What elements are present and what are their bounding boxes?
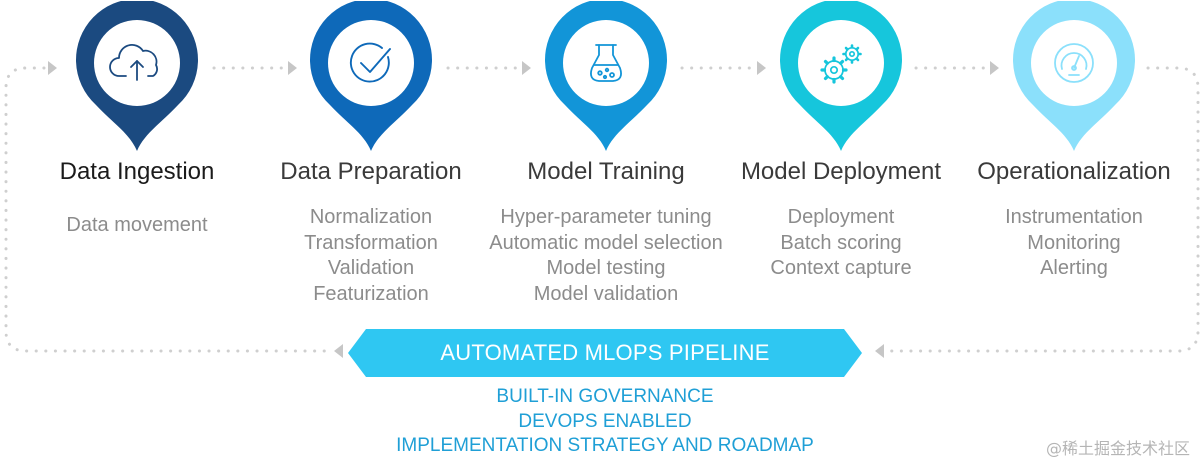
connector-arrow-3 bbox=[522, 61, 531, 75]
stage-operationalization: Operationalization Instrumentation Monit… bbox=[954, 0, 1194, 320]
stage-title: Data Ingestion bbox=[59, 158, 215, 185]
footer-line: IMPLEMENTATION STRATEGY AND ROADMAP bbox=[396, 435, 814, 456]
flask-icon bbox=[590, 44, 622, 82]
stage-model-deployment: Model Deployment Deployment Batch scorin… bbox=[721, 0, 961, 320]
gears-icon bbox=[820, 44, 862, 84]
connector-left-loop bbox=[4, 66, 332, 353]
stage-item: Alerting bbox=[1040, 257, 1108, 280]
pipeline-banner bbox=[348, 329, 862, 377]
stage-item: Batch scoring bbox=[780, 231, 902, 254]
stage-item: Hyper-parameter tuning bbox=[500, 206, 712, 228]
stage-model-training: Model Training Hyper-parameter tuning Au… bbox=[486, 0, 726, 320]
stage-items-list: Hyper-parameter tuning Automatic model s… bbox=[486, 205, 726, 308]
footer-capabilities: BUILT-IN GOVERNANCE DEVOPS ENABLED IMPLE… bbox=[300, 385, 910, 459]
stage-pin-marker bbox=[310, 1, 432, 151]
stage-title: Model Deployment bbox=[740, 158, 942, 185]
checkmark-circle-icon bbox=[349, 42, 391, 83]
footer-line: DEVOPS ENABLED bbox=[518, 410, 692, 432]
stage-title: Data Preparation bbox=[280, 158, 462, 185]
stage-item: Instrumentation bbox=[1005, 206, 1143, 228]
cloud-upload-icon bbox=[109, 44, 158, 81]
connector-arrow-banner-right bbox=[875, 344, 884, 358]
stage-item: Model validation bbox=[533, 283, 679, 306]
connector-arrow-1 bbox=[48, 61, 57, 75]
stage-pin-marker bbox=[1013, 1, 1135, 151]
stage-item: Model testing bbox=[546, 257, 666, 280]
stage-item: Automatic model selection bbox=[489, 231, 723, 254]
stage-item: Deployment bbox=[787, 206, 895, 228]
stage-pin-marker bbox=[76, 1, 198, 151]
connector-arrow-4 bbox=[757, 61, 766, 75]
watermark: @稀土掘金技术社区 bbox=[1045, 439, 1190, 458]
stage-pin-marker bbox=[545, 1, 667, 151]
stage-item: Featurization bbox=[313, 283, 429, 306]
stage-item: Transformation bbox=[304, 231, 438, 254]
pipeline-banner-label: AUTOMATED MLOPS PIPELINE bbox=[440, 340, 770, 365]
connector-arrow-2 bbox=[288, 61, 297, 75]
stage-items-list: Instrumentation Monitoring Alerting bbox=[954, 205, 1194, 282]
stage-item: Monitoring bbox=[1027, 231, 1121, 254]
stage-title: Model Training bbox=[527, 158, 685, 185]
stage-item: Normalization bbox=[309, 206, 433, 228]
connector-arrow-5 bbox=[990, 61, 999, 75]
stage-items-list: Data movement bbox=[17, 213, 257, 239]
connector-arrow-banner-left bbox=[334, 344, 343, 358]
stage-title: Operationalization bbox=[977, 158, 1171, 185]
gauge-icon bbox=[1054, 43, 1094, 83]
stage-items-list: Normalization Transformation Validation … bbox=[251, 205, 491, 308]
stage-pin-marker bbox=[780, 1, 902, 151]
stage-data-ingestion: Data Ingestion Data movement bbox=[17, 0, 257, 320]
footer-line: BUILT-IN GOVERNANCE bbox=[496, 386, 714, 407]
stage-item: Validation bbox=[327, 257, 415, 280]
stage-item: Data movement bbox=[66, 214, 208, 236]
stage-item: Context capture bbox=[770, 257, 912, 280]
connector-right-loop bbox=[882, 66, 1200, 353]
stage-items-list: Deployment Batch scoring Context capture bbox=[721, 205, 961, 282]
stage-data-preparation: Data Preparation Normalization Transform… bbox=[251, 0, 491, 320]
